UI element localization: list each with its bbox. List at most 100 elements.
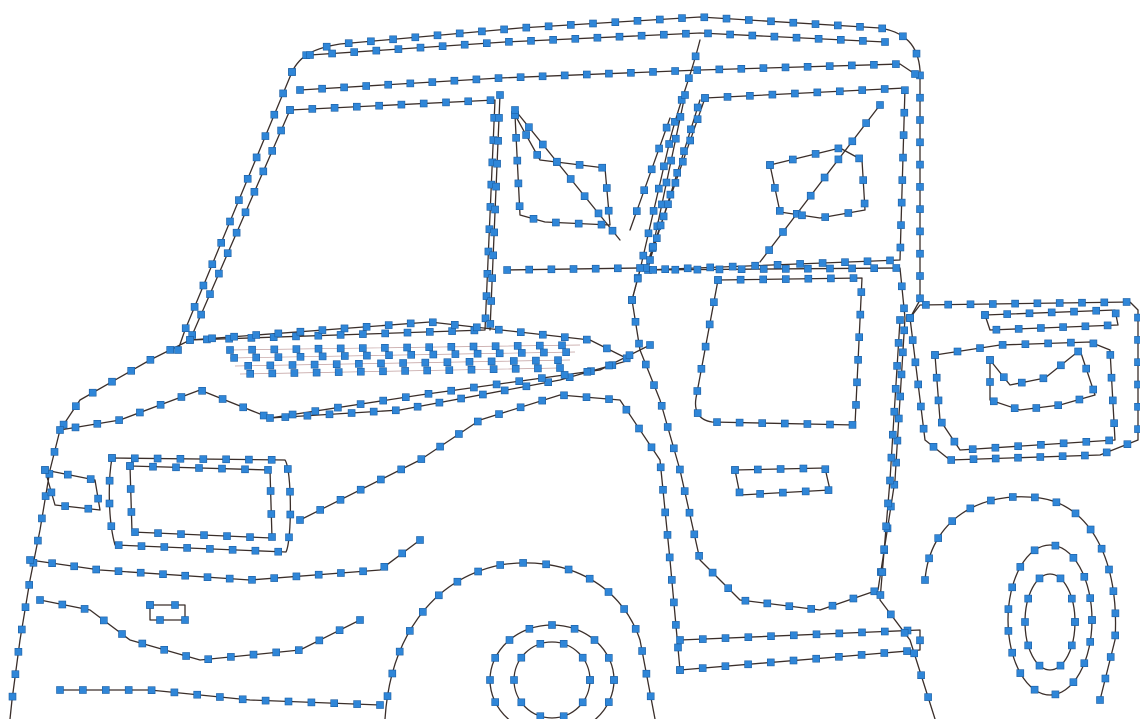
vertex-handle[interactable] — [991, 443, 1000, 452]
vertex-handle[interactable] — [403, 343, 411, 352]
vertex-handle[interactable] — [690, 530, 699, 539]
vertex-handle[interactable] — [14, 647, 23, 656]
vertex-handle[interactable] — [264, 466, 272, 474]
vertex-handle[interactable] — [156, 400, 165, 409]
vertex-handle[interactable] — [8, 692, 17, 701]
vertex-handle[interactable] — [929, 442, 938, 451]
vertex-handle[interactable] — [248, 575, 256, 584]
vertex-handle[interactable] — [892, 458, 900, 467]
vertex-handle[interactable] — [687, 125, 695, 134]
vertex-handle[interactable] — [61, 502, 69, 510]
vertex-handle[interactable] — [181, 616, 189, 624]
vertex-handle[interactable] — [589, 19, 597, 28]
vertex-handle[interactable] — [916, 93, 924, 102]
vertex-handle[interactable] — [825, 62, 834, 70]
vertex-handle[interactable] — [286, 510, 295, 519]
vertex-handle[interactable] — [814, 34, 823, 43]
vertex-handle[interactable] — [1059, 323, 1067, 331]
vertex-handle[interactable] — [878, 24, 887, 33]
vertex-handle[interactable] — [685, 508, 694, 517]
vertex-handle[interactable] — [820, 173, 829, 182]
vertex-handle[interactable] — [228, 545, 237, 554]
vertex-handle[interactable] — [1039, 374, 1048, 383]
vertex-handle[interactable] — [801, 487, 810, 496]
vertex-handle[interactable] — [1081, 322, 1090, 331]
vertex-handle[interactable] — [900, 326, 909, 335]
vertex-handle[interactable] — [108, 377, 116, 386]
vertex-handle[interactable] — [195, 464, 203, 472]
vertex-handle[interactable] — [966, 504, 975, 513]
vertex-handle[interactable] — [512, 134, 520, 142]
vertex-handle[interactable] — [259, 411, 268, 420]
vertex-handle[interactable] — [369, 407, 378, 416]
vertex-handle[interactable] — [789, 18, 798, 27]
vertex-handle[interactable] — [542, 560, 550, 569]
vertex-handle[interactable] — [759, 265, 768, 273]
vertex-handle[interactable] — [428, 318, 437, 327]
vertex-handle[interactable] — [566, 175, 575, 183]
vertex-handle[interactable] — [821, 465, 830, 474]
vertex-handle[interactable] — [292, 332, 300, 341]
vertex-handle[interactable] — [536, 712, 545, 719]
vertex-handle[interactable] — [781, 265, 790, 273]
vertex-handle[interactable] — [363, 351, 371, 360]
vertex-handle[interactable] — [771, 184, 779, 192]
vertex-handle[interactable] — [575, 161, 584, 169]
vertex-handle[interactable] — [610, 676, 618, 684]
vertex-handle[interactable] — [17, 625, 26, 634]
vertex-handle[interactable] — [394, 45, 403, 53]
vertex-handle[interactable] — [570, 624, 579, 633]
vertex-handle[interactable] — [318, 84, 326, 93]
vertex-handle[interactable] — [80, 605, 89, 613]
vertex-handle[interactable] — [115, 416, 123, 424]
vertex-handle[interactable] — [849, 274, 858, 282]
vertex-handle[interactable] — [812, 630, 821, 639]
vertex-handle[interactable] — [474, 567, 482, 576]
vertex-handle[interactable] — [500, 25, 508, 34]
vertex-handle[interactable] — [853, 378, 861, 387]
vertex-handle[interactable] — [1008, 648, 1017, 657]
vertex-handle[interactable] — [661, 508, 670, 517]
vertex-handle[interactable] — [876, 591, 885, 599]
vertex-handle[interactable] — [50, 448, 59, 456]
vertex-handle[interactable] — [916, 138, 924, 147]
vertex-handle[interactable] — [381, 329, 390, 338]
vertex-handle[interactable] — [274, 329, 283, 338]
vertex-handle[interactable] — [505, 636, 514, 644]
vertex-handle[interactable] — [917, 671, 925, 680]
vertex-handle[interactable] — [491, 698, 500, 706]
vertex-handle[interactable] — [671, 118, 679, 126]
vertex-handle[interactable] — [292, 572, 301, 581]
vertex-handle[interactable] — [1097, 544, 1106, 553]
vertex-handle[interactable] — [880, 545, 889, 554]
vertex-handle[interactable] — [383, 692, 392, 700]
vertex-handle[interactable] — [751, 261, 759, 270]
vertex-handle[interactable] — [833, 21, 842, 30]
vertex-handle[interactable] — [84, 504, 93, 513]
vertex-handle[interactable] — [92, 565, 100, 574]
vertex-handle[interactable] — [631, 625, 640, 633]
vertex-handle[interactable] — [183, 544, 191, 552]
vertex-handle[interactable] — [900, 628, 909, 637]
vertex-handle[interactable] — [533, 151, 542, 159]
vertex-handle[interactable] — [334, 368, 343, 376]
vertex-handle[interactable] — [608, 226, 617, 235]
vertex-handle[interactable] — [835, 87, 844, 96]
vertex-handle[interactable] — [1088, 616, 1096, 624]
vertex-handle[interactable] — [582, 70, 591, 79]
vertex-handle[interactable] — [886, 476, 894, 485]
vertex-handle[interactable] — [944, 300, 953, 309]
vertex-handle[interactable] — [356, 485, 365, 494]
vertex-handle[interactable] — [669, 444, 678, 453]
vertex-handle[interactable] — [274, 353, 283, 362]
vertex-handle[interactable] — [232, 228, 241, 237]
vertex-handle[interactable] — [1014, 453, 1022, 462]
vertex-handle[interactable] — [489, 365, 498, 374]
vertex-handle[interactable] — [1037, 440, 1045, 449]
vertex-handle[interactable] — [663, 531, 672, 539]
vertex-handle[interactable] — [578, 653, 587, 662]
vertex-handle[interactable] — [656, 221, 665, 230]
vertex-handle[interactable] — [788, 155, 797, 164]
vertex-handle[interactable] — [748, 31, 757, 40]
vertex-handle[interactable] — [469, 342, 478, 351]
